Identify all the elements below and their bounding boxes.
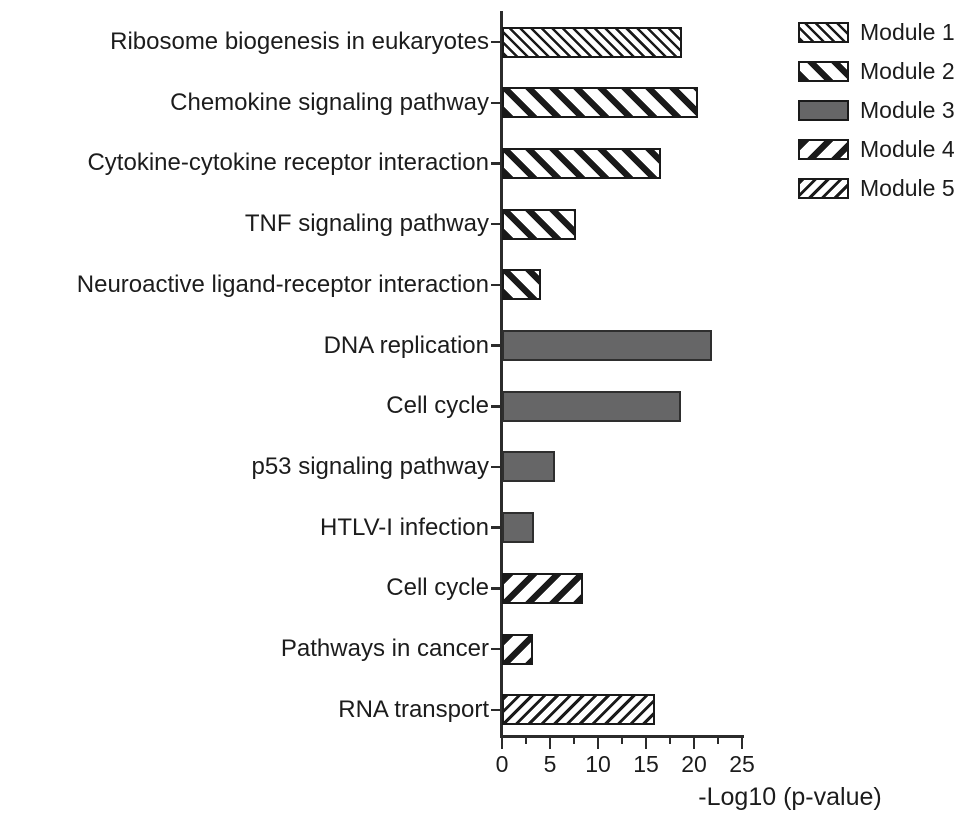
x-minor-tick [620,737,624,744]
y-axis-tick [491,283,500,287]
category-label: Ribosome biogenesis in eukaryotes [110,28,489,55]
bar [502,208,576,240]
x-minor-tick [524,737,528,744]
bar [502,451,555,483]
category-label: Neuroactive ligand-receptor interaction [76,270,489,298]
x-major-tick [596,737,600,749]
category-label: p53 signaling pathway [251,452,489,480]
category-label: RNA transport [338,695,489,723]
legend: Module 1 Module 2 Module 3 Module 4 Module 5 [798,19,955,217]
y-axis-tick [491,405,500,408]
legend-swatch-wide-backslash-hatch [798,61,849,82]
x-axis-line [500,735,744,738]
category-label: Cell cycle [386,392,489,420]
legend-swatch-solid-gray [798,100,849,121]
x-minor-tick [572,737,576,744]
y-axis-line [500,11,503,738]
legend-label: Module 1 [860,19,955,45]
bar [502,512,534,544]
legend-item: Module 3 [798,97,955,123]
y-axis-tick [491,101,500,104]
legend-label: Module 3 [860,97,955,123]
category-label: Cell cycle [386,574,489,602]
x-tick-label: 15 [633,751,659,777]
y-axis-tick [491,465,500,469]
x-major-tick [548,737,552,749]
y-axis-tick [491,222,500,226]
y-axis-tick [491,587,500,590]
legend-swatch-wide-forwardslash-hatch [798,139,849,160]
y-axis-tick [491,344,500,347]
x-major-tick [740,737,744,749]
x-tick-label: 0 [495,751,509,777]
y-axis-tick [491,647,500,651]
category-label: Chemokine signaling pathway [170,88,489,116]
legend-label: Module 5 [860,175,955,201]
legend-item: Module 5 [798,175,955,201]
x-minor-tick [716,737,720,744]
x-tick-label: 20 [681,751,707,777]
x-minor-tick [668,737,672,744]
legend-label: Module 2 [860,58,955,84]
x-tick-label: 25 [729,751,755,777]
y-axis-tick [491,162,500,165]
legend-swatch-dense-backslash-hatch [798,22,849,43]
category-label: Cytokine-cytokine receptor interaction [87,149,489,177]
legend-label: Module 4 [860,136,955,162]
category-label: DNA replication [323,331,489,359]
category-label: TNF signaling pathway [244,210,489,238]
bar [502,87,698,119]
legend-swatch-dense-forwardslash-hatch [798,178,849,199]
category-label: Pathways in cancer [280,635,489,662]
y-axis-tick [491,40,500,44]
bar [502,330,713,361]
y-axis-tick [491,526,500,529]
bar [502,26,683,58]
category-label: HTLV-I infection [320,513,489,541]
x-axis-title: -Log10 (p-value) [698,783,882,811]
bar [502,572,583,604]
bar [502,694,655,726]
x-major-tick [644,737,648,749]
legend-item: Module 2 [798,58,955,84]
legend-item: Module 1 [798,19,955,45]
legend-item: Module 4 [798,136,955,162]
bar [502,147,662,179]
bar [502,633,533,665]
x-major-tick [500,737,504,749]
bar [502,269,542,301]
x-tick-label: 5 [543,751,557,777]
bar [502,390,681,422]
x-major-tick [692,737,696,749]
y-axis-tick [491,708,500,711]
x-tick-label: 10 [585,751,611,777]
